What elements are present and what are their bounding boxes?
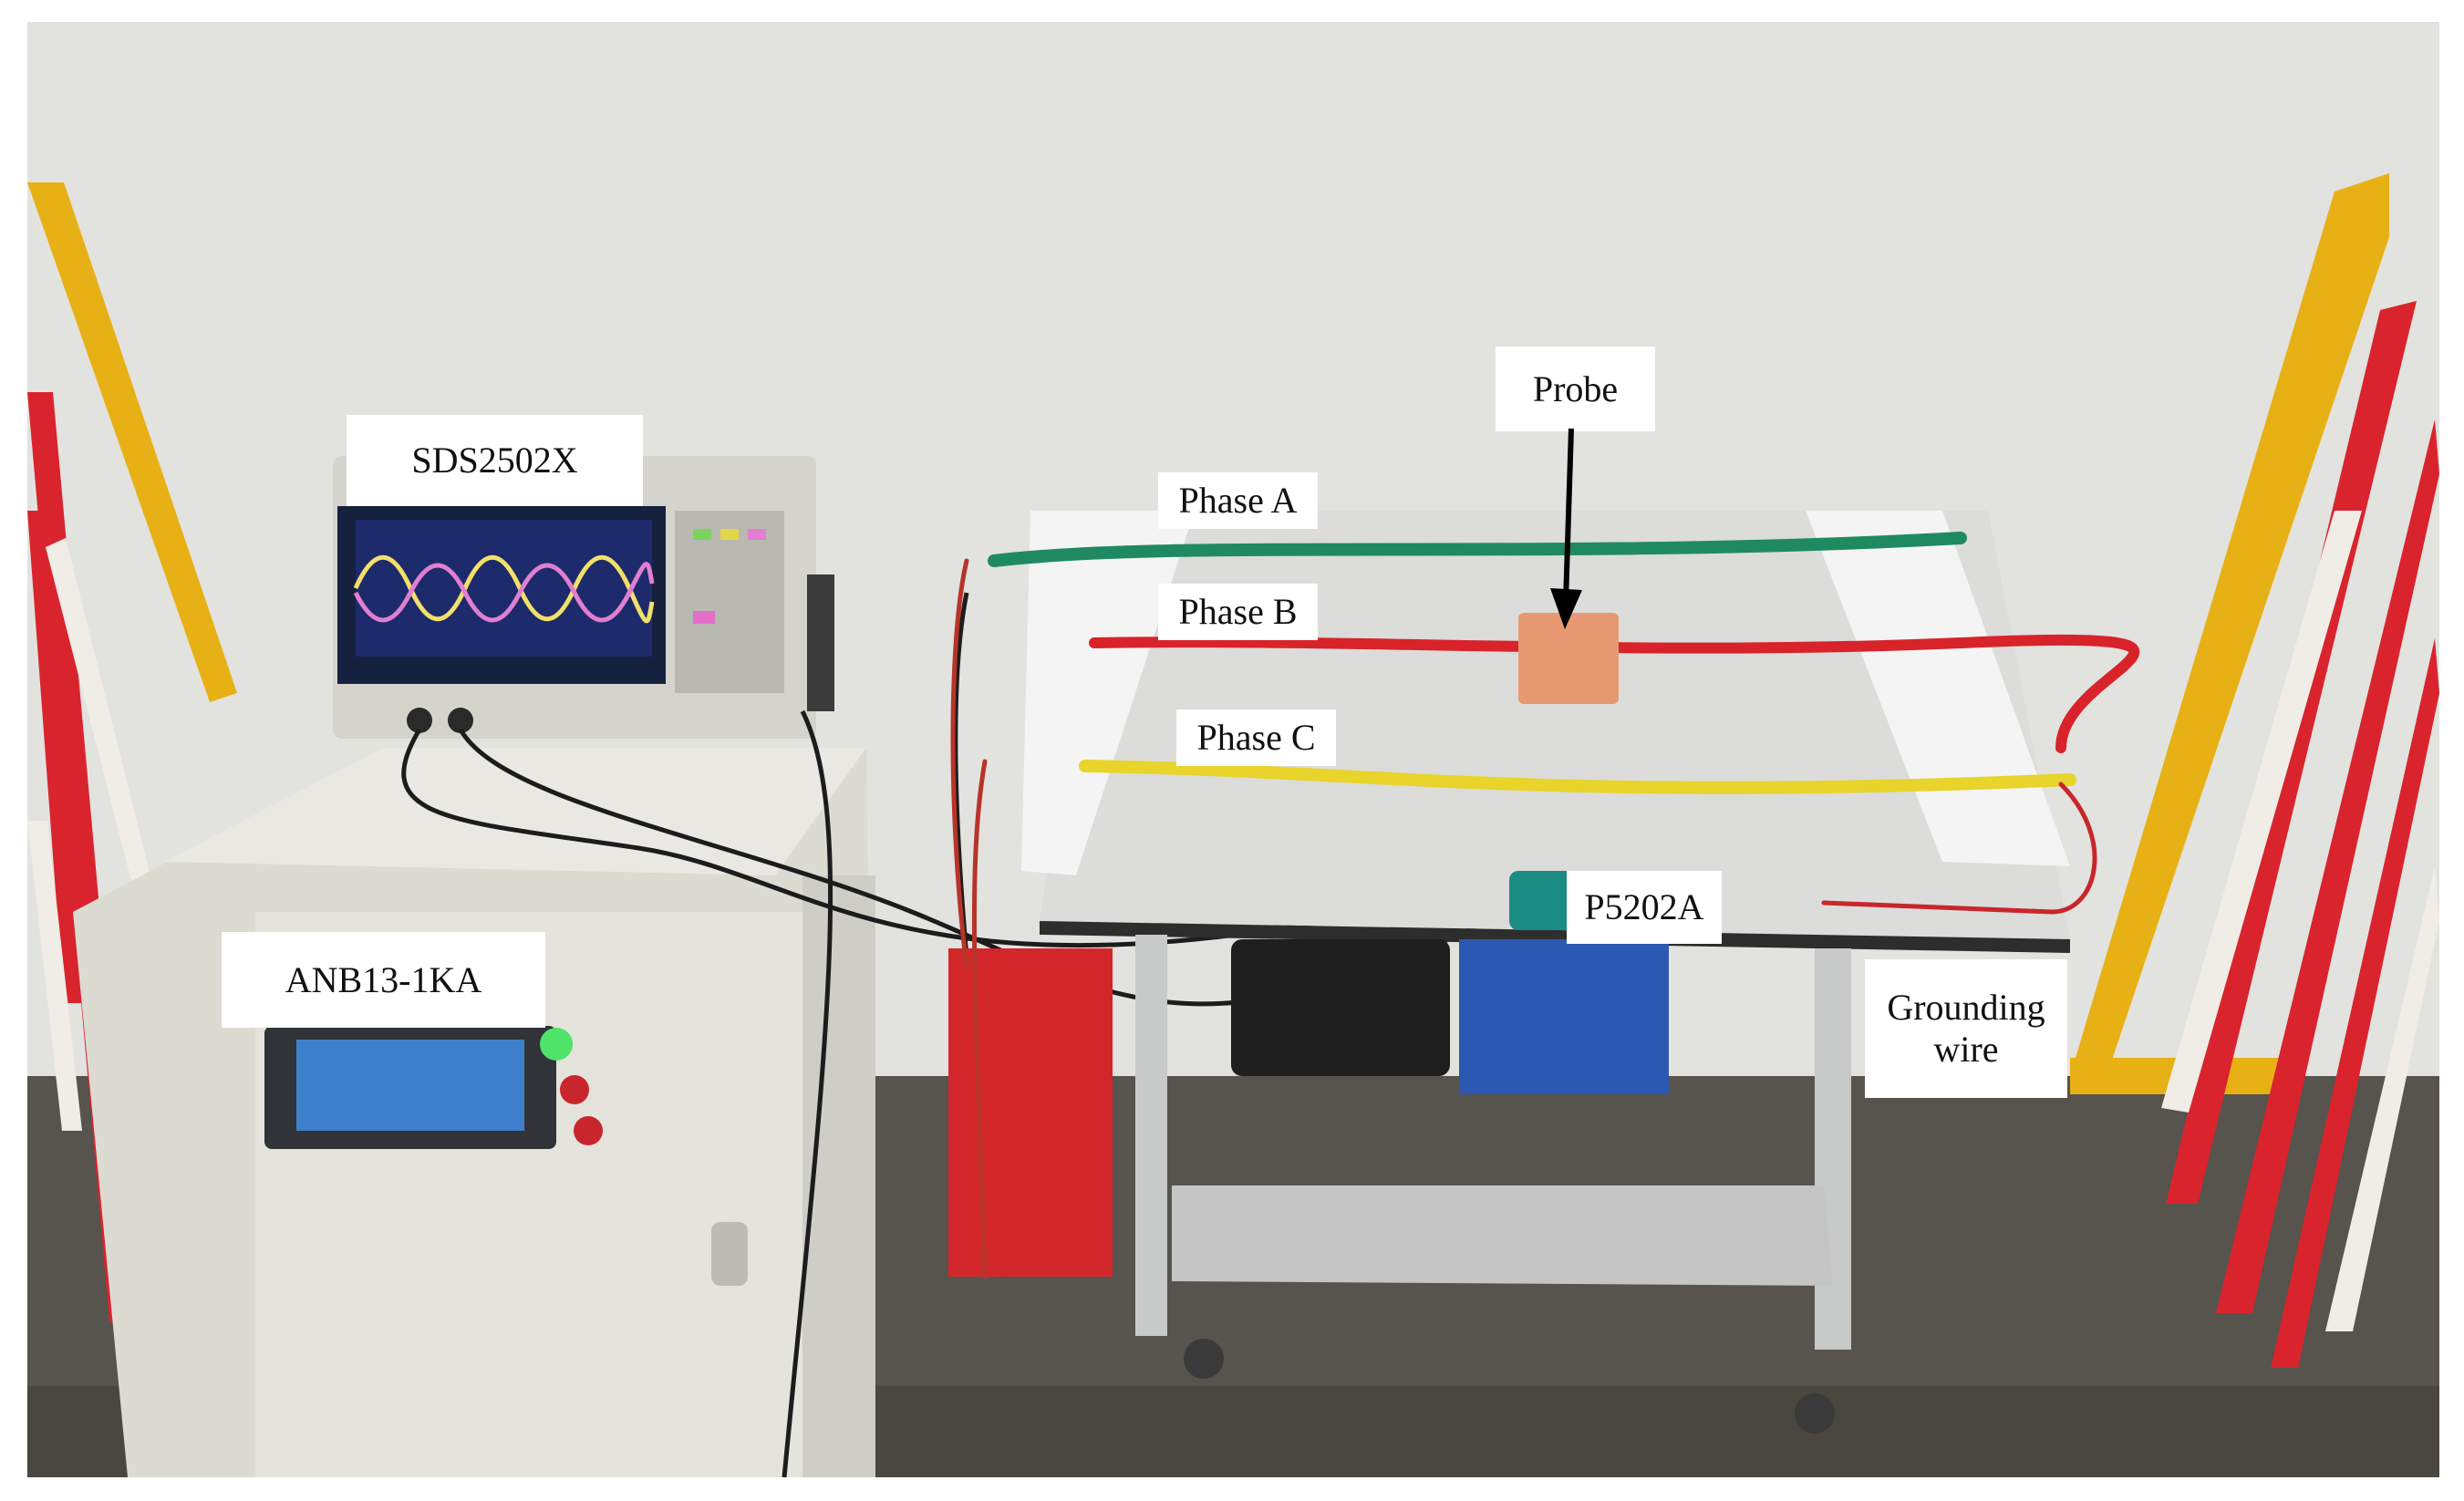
probe-label: Probe	[1496, 347, 1655, 431]
phase-c-cable	[1079, 760, 2076, 794]
source-label: ANB13-1KA	[222, 932, 545, 1028]
copper-probe	[1518, 613, 1619, 704]
grounding-wire-label: Grounding wire	[1865, 959, 2067, 1098]
probe-arrow	[1550, 428, 1582, 629]
phase-b-label: Phase B	[1158, 584, 1318, 640]
grounding-wire-line-2: wire	[1933, 1029, 1999, 1070]
phase-a-cable	[988, 532, 1967, 567]
phase-b-cable	[1089, 634, 2140, 753]
phase-c-label: Phase C	[1176, 709, 1336, 766]
right-poles	[2070, 173, 2439, 1368]
grounding-wire-line-1: Grounding	[1887, 987, 2045, 1028]
oscilloscope	[333, 456, 834, 739]
phase-cables	[950, 532, 2140, 1279]
phase-a-label: Phase A	[1158, 472, 1318, 529]
oscilloscope-label: SDS2502X	[347, 415, 643, 506]
current-probe-label: P5202A	[1567, 871, 1722, 944]
